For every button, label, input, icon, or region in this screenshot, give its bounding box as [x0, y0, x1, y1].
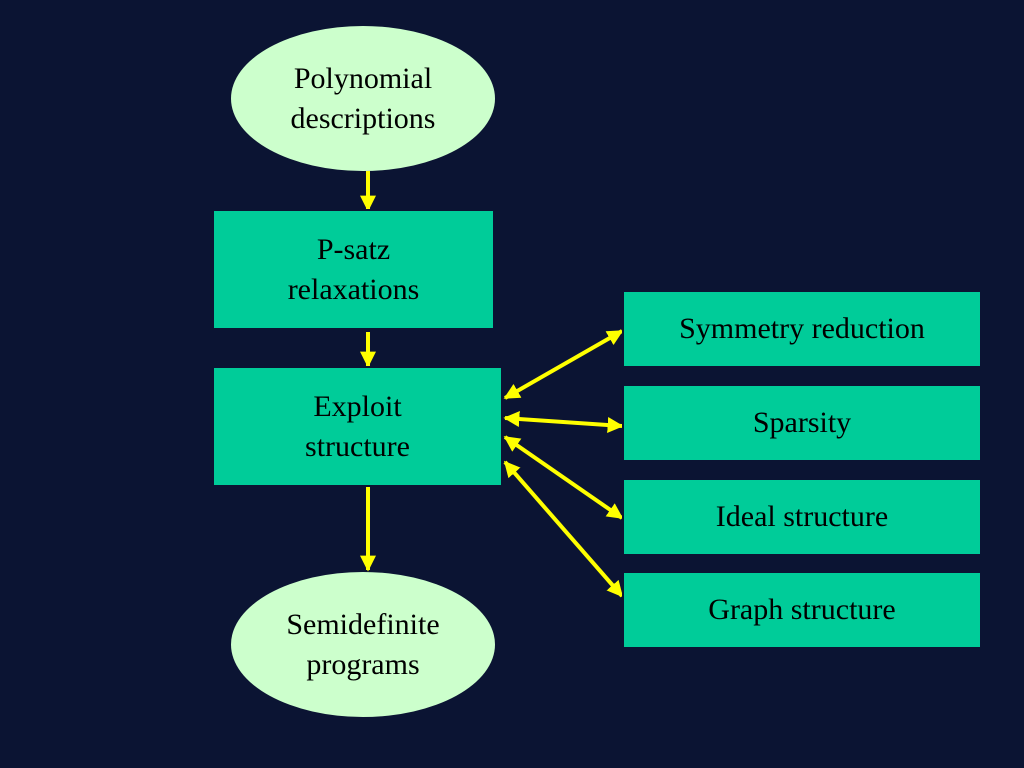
node-psatz-label: P-satz relaxations — [287, 232, 420, 306]
arrow-exploit-ideal — [503, 435, 624, 520]
node-graph-label: Graph structure — [708, 593, 896, 626]
node-ideal-structure: Ideal structure — [622, 478, 982, 556]
node-psatz-relaxations: P-satz relaxations — [212, 209, 495, 330]
arrow-exploit-sparsity — [503, 411, 624, 433]
node-polynomial-label: Polynomial descriptions — [290, 61, 436, 135]
node-exploit-structure: Exploit structure — [212, 366, 503, 487]
arrow-exploit-graph — [503, 460, 624, 598]
node-sparsity-label: Sparsity — [752, 406, 852, 439]
node-ideal-label: Ideal structure — [715, 500, 889, 533]
node-symmetry-reduction: Symmetry reduction — [622, 290, 982, 368]
node-semidefinite-label: Semidefinite programs — [286, 607, 440, 681]
arrow-exploit-symmetry — [503, 329, 624, 400]
node-polynomial-descriptions: Polynomial descriptions — [231, 26, 495, 171]
node-exploit-label: Exploit structure — [305, 389, 410, 463]
node-graph-structure: Graph structure — [622, 571, 982, 649]
node-semidefinite-programs: Semidefinite programs — [231, 572, 495, 717]
node-sparsity: Sparsity — [622, 384, 982, 462]
node-symmetry-label: Symmetry reduction — [679, 312, 925, 345]
